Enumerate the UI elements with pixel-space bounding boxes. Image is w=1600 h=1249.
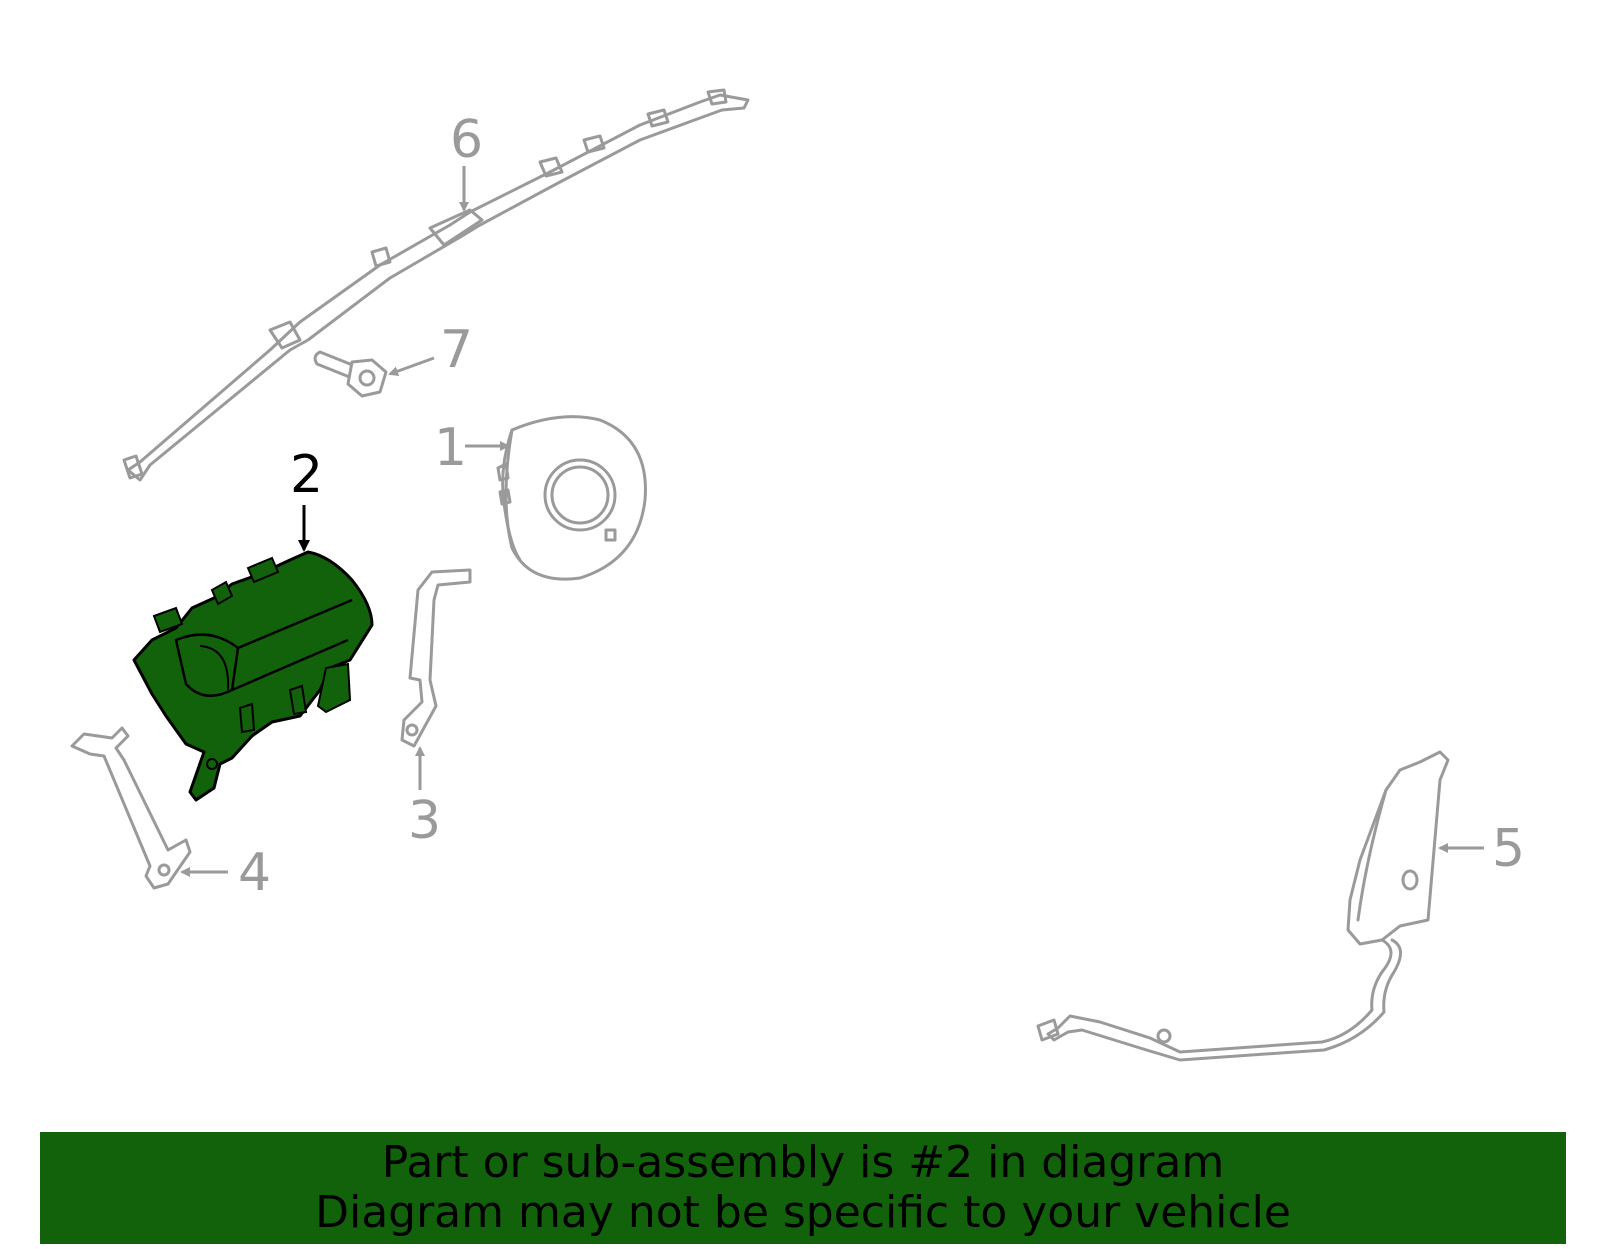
part-1-driver-airbag bbox=[496, 415, 647, 581]
part-3-bracket bbox=[400, 568, 472, 748]
banner-line-1: Part or sub-assembly is #2 in diagram bbox=[381, 1137, 1225, 1188]
callout-7-arrow bbox=[388, 356, 435, 376]
part-5-side-airbag bbox=[1036, 750, 1450, 1062]
callout-2: 2 bbox=[290, 445, 323, 505]
callout-3: 3 bbox=[408, 791, 441, 851]
callout-6: 6 bbox=[450, 110, 483, 170]
part-2-passenger-airbag[interactable] bbox=[132, 550, 374, 802]
info-banner: Part or sub-assembly is #2 in diagram Di… bbox=[40, 1132, 1566, 1244]
part-4-bracket bbox=[70, 726, 192, 890]
callout-7: 7 bbox=[440, 320, 473, 380]
banner-line-2: Diagram may not be specific to your vehi… bbox=[315, 1187, 1291, 1238]
part-6-curtain-airbag bbox=[122, 88, 750, 482]
callout-5: 5 bbox=[1492, 819, 1525, 879]
callout-4: 4 bbox=[238, 843, 271, 903]
callout-1: 1 bbox=[434, 418, 467, 478]
part-7-bolt bbox=[313, 350, 388, 398]
